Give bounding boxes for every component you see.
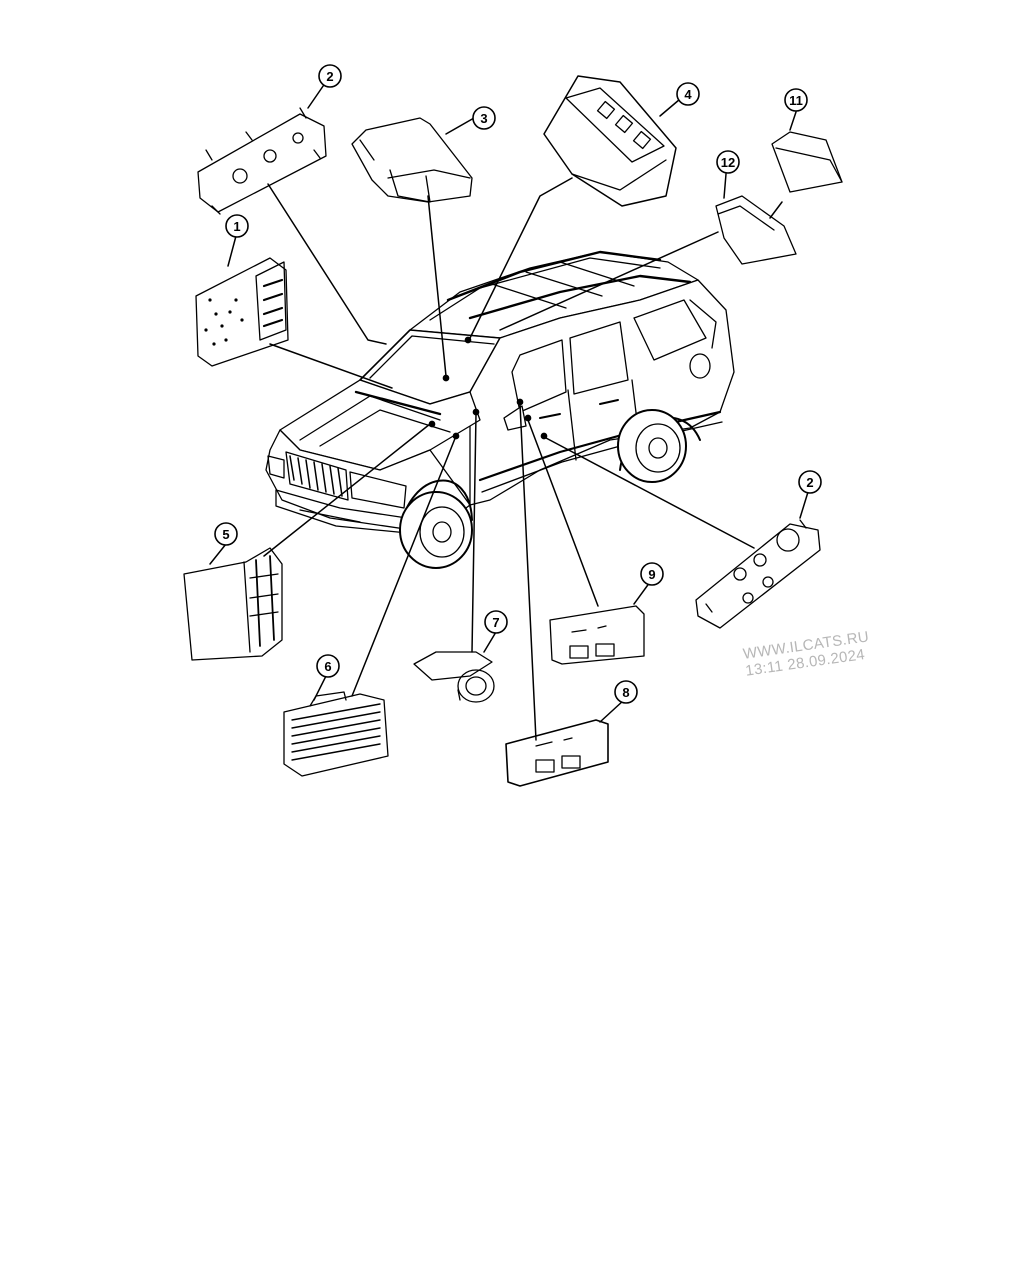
component-4-instrument-cluster	[543, 75, 677, 207]
svg-text:2: 2	[806, 475, 813, 490]
callout-2-upper: 2	[318, 64, 342, 88]
callout-7: 7	[484, 610, 508, 634]
callout-6: 6	[316, 654, 340, 678]
component-1-module	[195, 257, 289, 367]
svg-text:12: 12	[721, 155, 735, 170]
component-6-module	[283, 691, 389, 777]
component-12-cover	[715, 195, 797, 265]
callout-8: 8	[614, 680, 638, 704]
callout-9: 9	[640, 562, 664, 586]
component-8-module	[505, 719, 609, 787]
component-5-module	[183, 547, 283, 661]
callout-12: 12	[716, 150, 740, 174]
callout-4: 4	[676, 82, 700, 106]
component-11-sensor	[771, 131, 843, 193]
component-2-control-panel-lower	[695, 519, 821, 629]
callout-1: 1	[225, 214, 249, 238]
svg-text:5: 5	[222, 527, 229, 542]
svg-text:11: 11	[789, 93, 803, 108]
component-9-module	[549, 605, 645, 665]
svg-text:7: 7	[492, 615, 499, 630]
svg-text:6: 6	[324, 659, 331, 674]
svg-text:3: 3	[480, 111, 487, 126]
leader-lines	[209, 75, 809, 741]
component-2-control-panel-upper	[197, 107, 327, 215]
callout-2-lower: 2	[798, 470, 822, 494]
svg-text:8: 8	[622, 685, 629, 700]
callout-11: 11	[784, 88, 808, 112]
component-7-sensor	[413, 651, 495, 703]
component-3-module	[351, 117, 473, 203]
svg-text:1: 1	[233, 219, 240, 234]
callout-5: 5	[214, 522, 238, 546]
callout-3: 3	[472, 106, 496, 130]
vehicle-illustration	[265, 250, 735, 569]
svg-text:9: 9	[648, 567, 655, 582]
svg-text:2: 2	[326, 69, 333, 84]
svg-text:4: 4	[684, 87, 692, 102]
